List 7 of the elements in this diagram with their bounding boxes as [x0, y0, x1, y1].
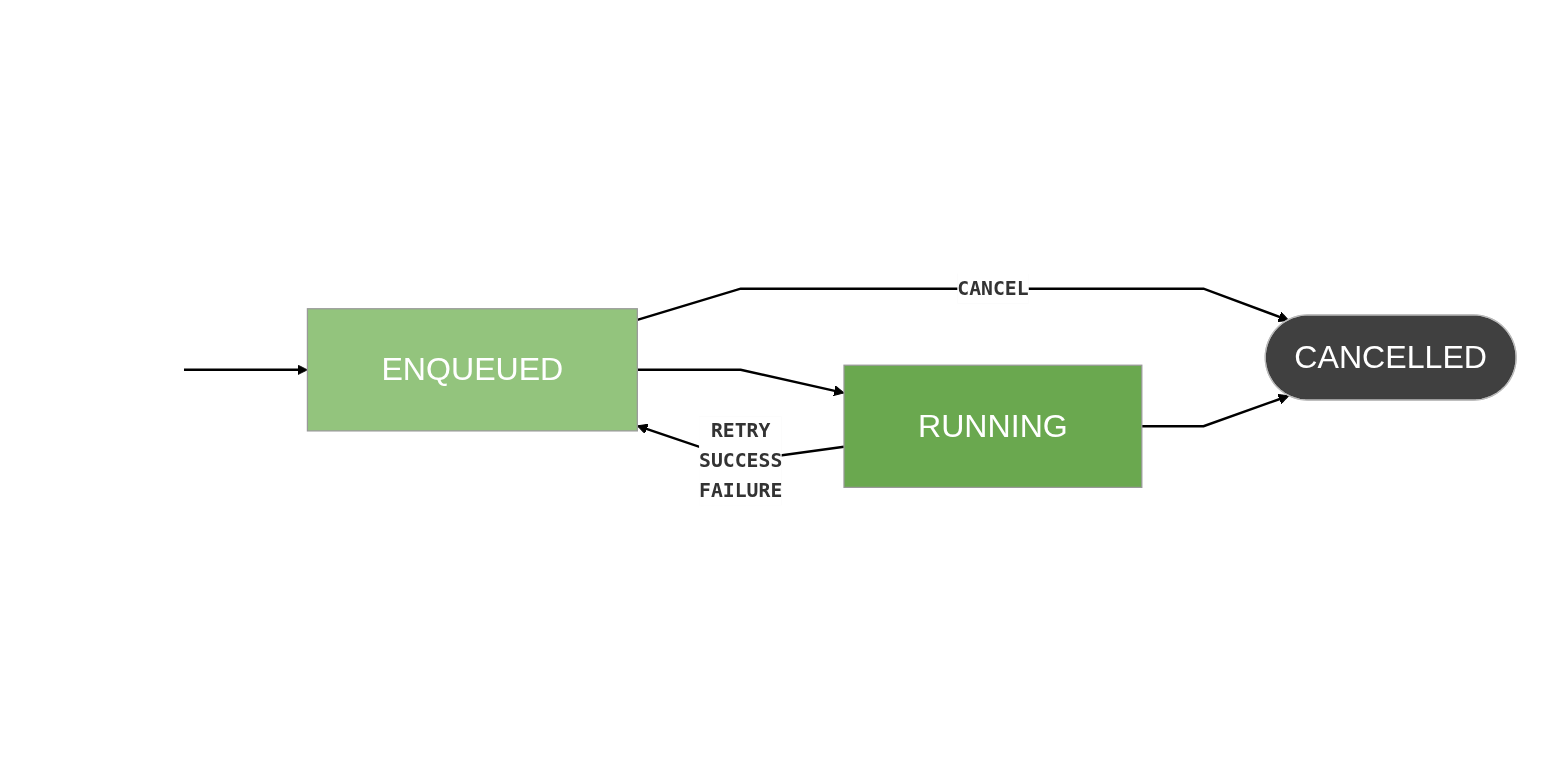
arrow: [184, 364, 308, 376]
edge-label: CANCEL: [957, 276, 1029, 301]
arrow: [637, 287, 1290, 323]
arrow: [1141, 394, 1290, 428]
node-box: RUNNING: [843, 365, 1143, 489]
edge-label: RETRY SUCCESS FAILURE: [699, 419, 783, 502]
node-box: ENQUEUED: [306, 308, 638, 432]
